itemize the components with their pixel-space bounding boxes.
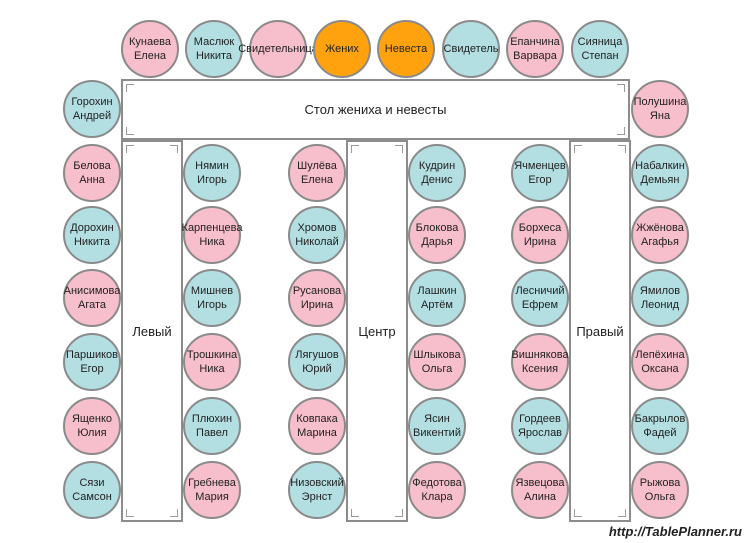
seat-top-6[interactable]: Свидетель (442, 20, 500, 78)
head-table[interactable]: Стол жениха и невесты (121, 79, 630, 140)
seat-top-3[interactable]: Свидетельница (238, 20, 318, 78)
center-table-label: Центр (358, 323, 396, 339)
seat-top-5[interactable]: Невеста (377, 20, 435, 78)
head-table-label: Стол жениха и невесты (304, 102, 447, 117)
center-table[interactable]: Центр (346, 140, 408, 522)
right-table-label: Правый (576, 323, 624, 339)
seat-top-4[interactable]: Жених (313, 20, 371, 78)
right-table[interactable]: Правый (569, 140, 631, 522)
left-table-label: Левый (132, 323, 172, 339)
site-watermark: http://TablePlanner.ru (608, 524, 742, 539)
left-table[interactable]: Левый (121, 140, 183, 522)
